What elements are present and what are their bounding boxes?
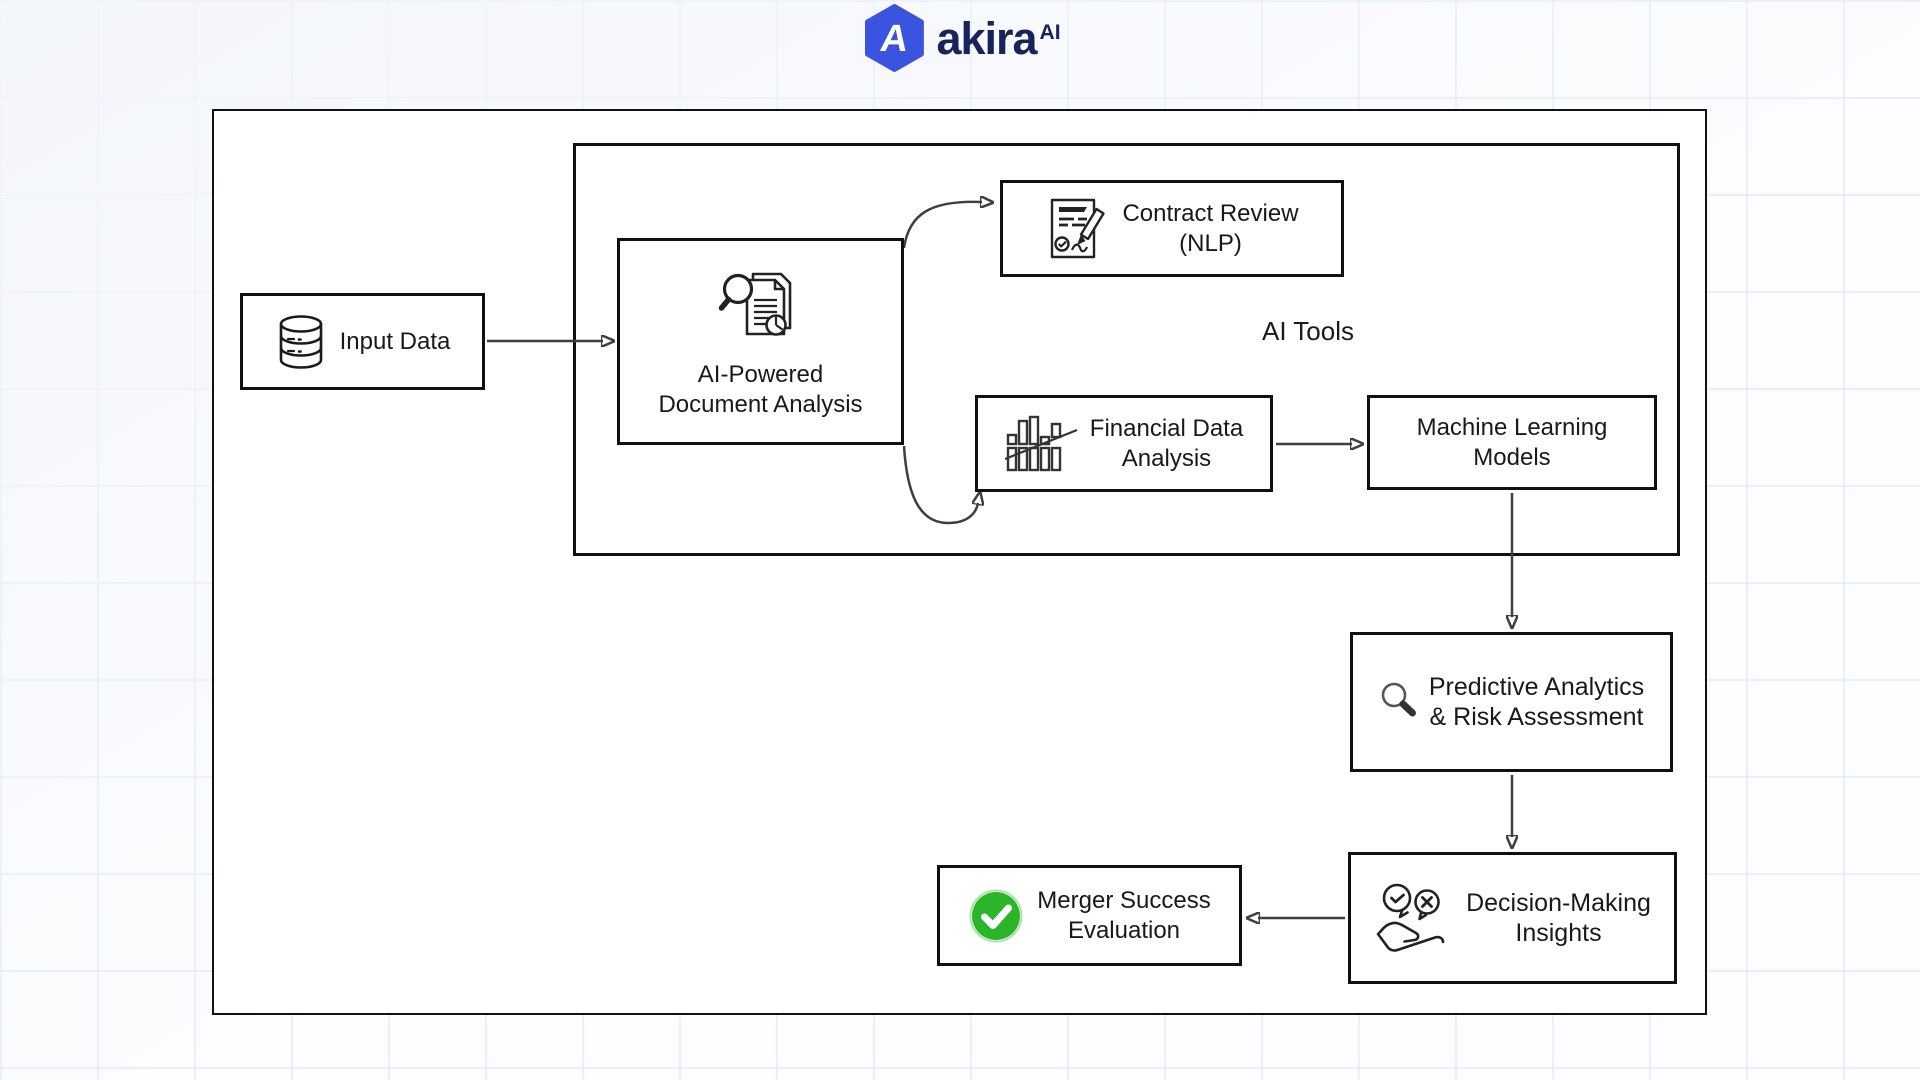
node-ml-models: Machine Learning Models — [1367, 395, 1657, 490]
node-input-data: Input Data — [240, 293, 485, 390]
node-contract-review: Contract Review (NLP) — [1000, 180, 1344, 277]
node-predictive-analytics-label: Predictive Analytics & Risk Assessment — [1428, 672, 1645, 732]
brand-superscript: AI — [1039, 20, 1061, 44]
node-financial-analysis-label: Financial Data Analysis — [1089, 415, 1244, 472]
ai-tools-group-label: AI Tools — [1261, 316, 1354, 346]
node-merger-evaluation-label: Merger Success Evaluation — [1037, 887, 1211, 944]
node-predictive-analytics: Predictive Analytics & Risk Assessment — [1350, 632, 1673, 772]
document-magnifier-icon — [718, 272, 791, 337]
node-financial-analysis: Financial Data Analysis — [975, 395, 1273, 492]
node-document-analysis-label: AI-Powered Document Analysis — [658, 361, 863, 418]
hexagon-shape — [865, 4, 924, 72]
node-decision-insights: Decision-Making Insights — [1348, 852, 1677, 984]
magnifier-icon — [1381, 682, 1416, 717]
node-input-data-label: Input Data — [339, 327, 451, 355]
hand-feedback-bubbles-icon — [1376, 883, 1445, 952]
logo-monogram: A — [877, 17, 912, 60]
node-document-analysis: AI-Powered Document Analysis — [617, 238, 904, 445]
node-ml-models-label: Machine Learning Models — [1416, 414, 1608, 471]
node-contract-review-label: Contract Review (NLP) — [1122, 200, 1299, 257]
node-merger-evaluation: Merger Success Evaluation — [937, 865, 1242, 966]
ai-tools-group-frame — [573, 143, 1680, 556]
contract-signing-icon — [1051, 198, 1106, 258]
brand-text: akira — [936, 12, 1037, 64]
bar-chart-trend-icon — [1004, 415, 1078, 471]
green-check-icon — [969, 889, 1023, 942]
database-icon — [279, 314, 322, 369]
akira-hexagon-icon: A — [862, 4, 926, 72]
node-decision-insights-label: Decision-Making Insights — [1466, 888, 1651, 948]
